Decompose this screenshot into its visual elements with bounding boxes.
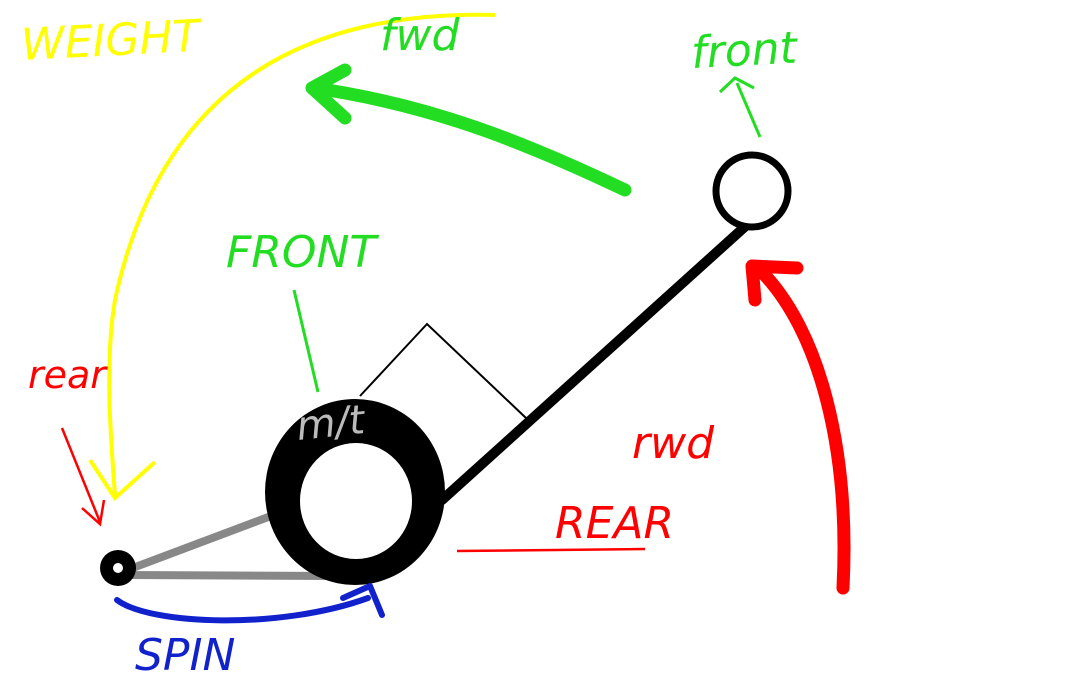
weight-arc: [107, 12, 496, 496]
rwd-label: rwd: [632, 418, 715, 469]
tire-mt-label: m/t: [294, 397, 368, 450]
weight-label: WEIGHT: [20, 11, 204, 71]
rear-pointer-line: [60, 427, 102, 523]
rear-lower-label: rear: [28, 353, 108, 397]
rear-pointer-arrowhead: [81, 499, 106, 527]
rear-pivot-center: [113, 563, 123, 573]
front-pointer-arrowhead: [718, 76, 755, 94]
weight-arrowhead: [88, 458, 157, 502]
rearward-arrowhead: [745, 259, 804, 307]
rearward-arrow: [753, 263, 851, 595]
main-rod: [437, 218, 754, 505]
rear-upper-label: REAR: [555, 498, 674, 549]
linkage-upper: [118, 506, 291, 576]
front-upper-pointer: [292, 289, 320, 393]
spin-arrow: [114, 595, 371, 624]
forward-arrow: [308, 81, 632, 197]
forward-arrowhead: [305, 63, 352, 125]
front-pivot-circle: [712, 151, 792, 231]
tire-rim: [300, 443, 412, 559]
fwd-label: fwd: [380, 10, 460, 61]
front-pointer-line: [735, 82, 762, 138]
spin-arrowhead: [340, 583, 385, 618]
spin-label: SPIN: [135, 630, 235, 681]
front-upper-label: FRONT: [226, 227, 379, 278]
linkage-lower: [118, 571, 337, 580]
front-lower-label: front: [690, 22, 800, 79]
rear-upper-underline: [456, 547, 646, 553]
right-angle-marker: [359, 322, 527, 419]
